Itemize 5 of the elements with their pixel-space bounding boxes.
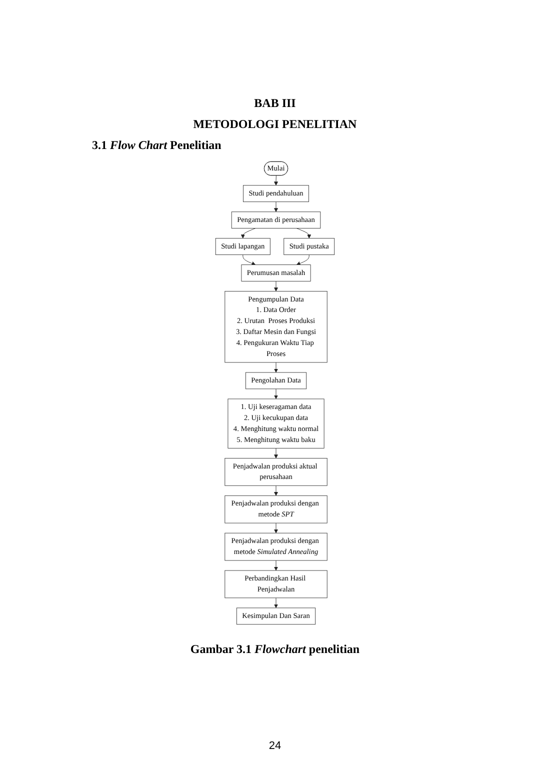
page-number: 24: [268, 740, 282, 752]
chapter-title: METODOLOGI PENELITIAN: [193, 117, 357, 131]
figure-caption: Gambar 3.1 Flowchart penelitian: [190, 642, 360, 656]
section-heading: 3.1 Flow Chart Penelitian: [92, 138, 222, 153]
chapter-heading: BAB III: [254, 96, 296, 110]
